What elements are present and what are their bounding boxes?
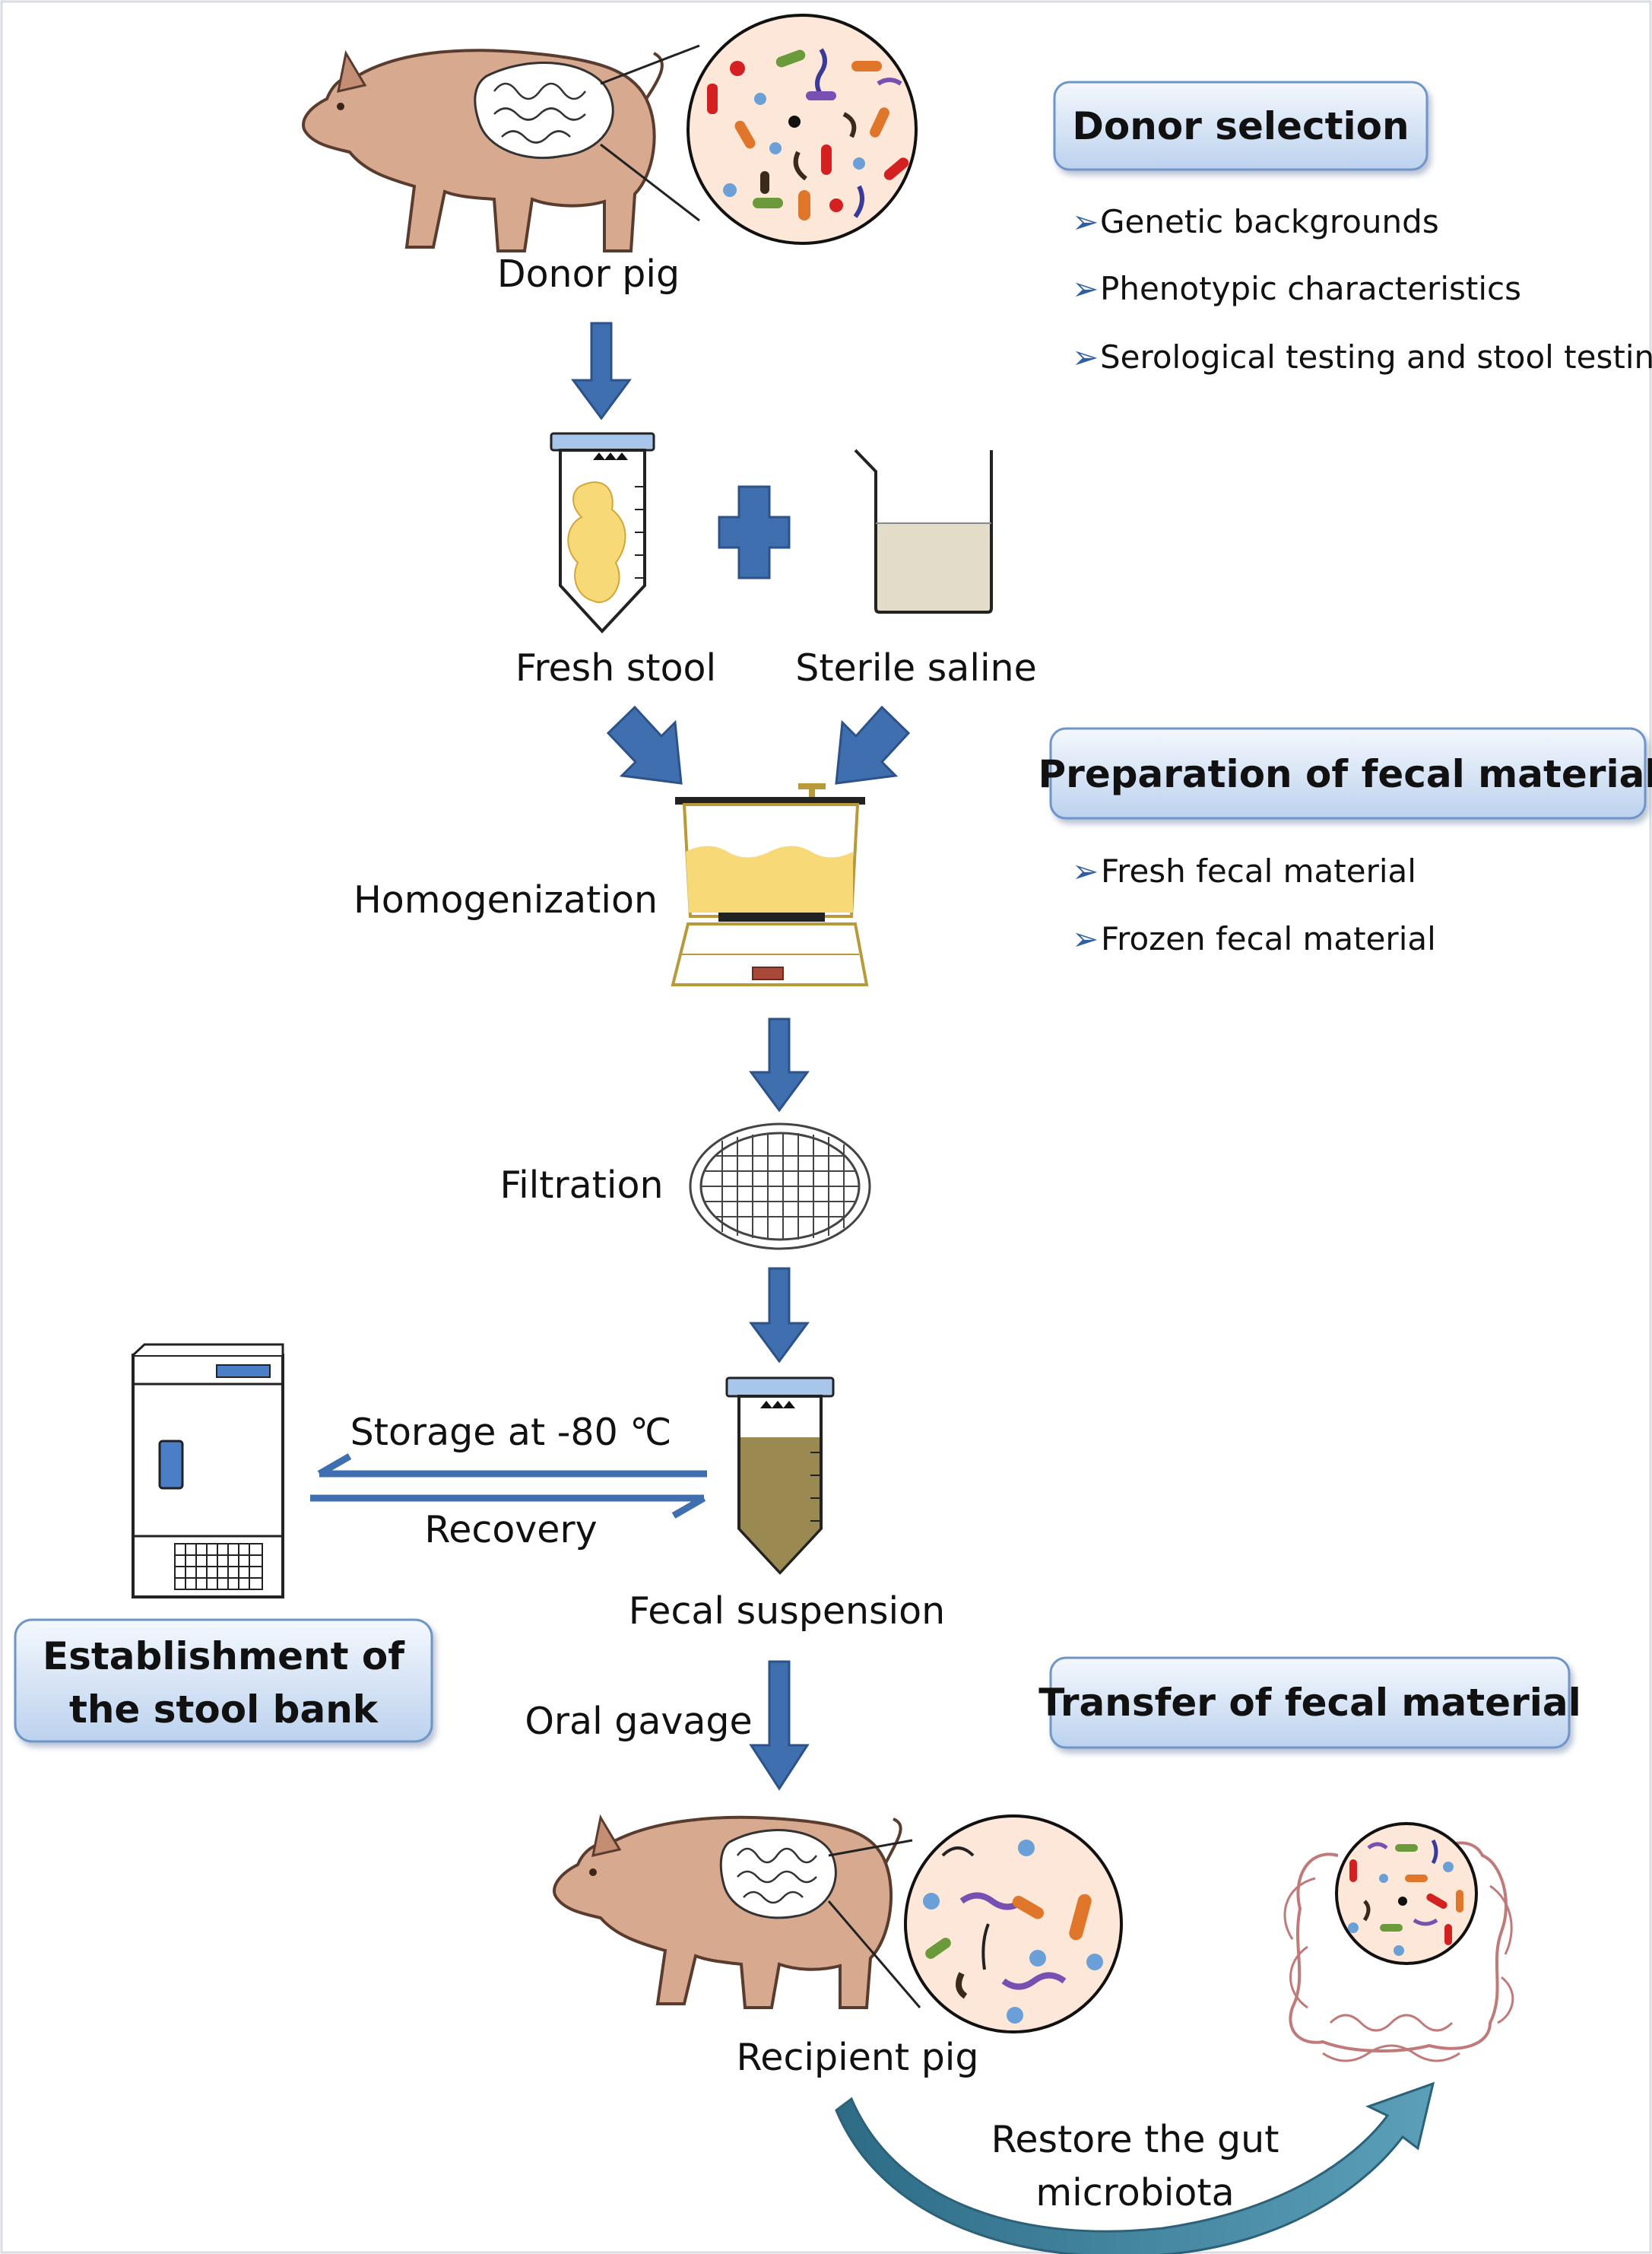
bullet-icon: ➢ — [1072, 920, 1099, 957]
donor-pig-illustration — [302, 49, 664, 252]
bullet-icon: ➢ — [1072, 203, 1099, 240]
stool-bank-title-line1: Establishment of — [43, 1634, 405, 1678]
stool-tube-illustration — [550, 432, 655, 633]
donor-criterion-1: Genetic backgrounds — [1100, 203, 1439, 240]
prep-option-fresh: Fresh fecal material — [1101, 852, 1416, 890]
storage-arrow-icon — [317, 1453, 707, 1478]
transfer-title: Transfer of fecal material — [1038, 1681, 1581, 1725]
homogenizer-illustration — [671, 783, 869, 986]
stool-bank-box: Establishment of the stool bank — [14, 1618, 433, 1743]
recovery-arrow-icon — [310, 1494, 706, 1519]
bullet-icon: ➢ — [1072, 338, 1099, 376]
down-left-arrow-icon — [835, 705, 911, 785]
recipient-pig-illustration — [553, 1814, 902, 2009]
restore-label-line2: microbiota — [1035, 2171, 1234, 2214]
donor-selection-title: Donor selection — [1072, 104, 1409, 148]
donor-pig-label: Donor pig — [497, 252, 680, 296]
stool-bank-title-line2: the stool bank — [69, 1687, 379, 1732]
homogenization-label: Homogenization — [354, 878, 658, 922]
transfer-box: Transfer of fecal material — [1038, 1656, 1581, 1749]
recipient-microbiota-circle — [904, 1814, 1123, 2033]
down-arrow-icon — [749, 1660, 810, 1791]
freezer-illustration — [132, 1343, 284, 1598]
zoom-line-bottom — [600, 143, 700, 222]
donor-criterion-3: Serological testing and stool testing — [1100, 338, 1652, 376]
donor-selection-box: Donor selection — [1053, 81, 1428, 171]
donor-microbiota-circle — [686, 14, 918, 245]
storage-label: Storage at -80 ℃ — [350, 1411, 672, 1454]
fecal-suspension-label: Fecal suspension — [629, 1589, 945, 1633]
prep-option-frozen: Frozen fecal material — [1101, 920, 1436, 957]
down-arrow-icon — [749, 1017, 810, 1113]
zoom-line-top — [828, 1839, 913, 1857]
restore-label-line1: Restore the gut — [991, 2118, 1279, 2161]
fresh-stool-label: Fresh stool — [515, 646, 716, 690]
preparation-title: Preparation of fecal material — [1038, 752, 1652, 796]
filter-mesh-illustration — [689, 1122, 871, 1250]
zoom-line-bottom — [827, 1900, 921, 2008]
zoom-line-top — [600, 44, 700, 85]
intestine-illustration — [1283, 1822, 1514, 2062]
curved-arrow-icon — [835, 2081, 1435, 2254]
bullet-icon: ➢ — [1072, 270, 1099, 307]
plus-icon — [718, 485, 791, 579]
recipient-pig-label: Recipient pig — [736, 2036, 978, 2079]
bullet-icon: ➢ — [1072, 852, 1099, 890]
filtration-label: Filtration — [499, 1164, 663, 1207]
down-arrow-icon — [749, 1267, 810, 1364]
saline-beaker-illustration — [854, 449, 993, 614]
recovery-label: Recovery — [424, 1508, 597, 1551]
down-right-arrow-icon — [606, 705, 683, 785]
fecal-suspension-tube-illustration — [725, 1376, 835, 1575]
sterile-saline-label: Sterile saline — [795, 646, 1037, 690]
preparation-box: Preparation of fecal material — [1038, 727, 1652, 820]
down-arrow-icon — [571, 322, 632, 421]
donor-criterion-2: Phenotypic characteristics — [1100, 270, 1521, 307]
oral-gavage-label: Oral gavage — [525, 1700, 752, 1743]
